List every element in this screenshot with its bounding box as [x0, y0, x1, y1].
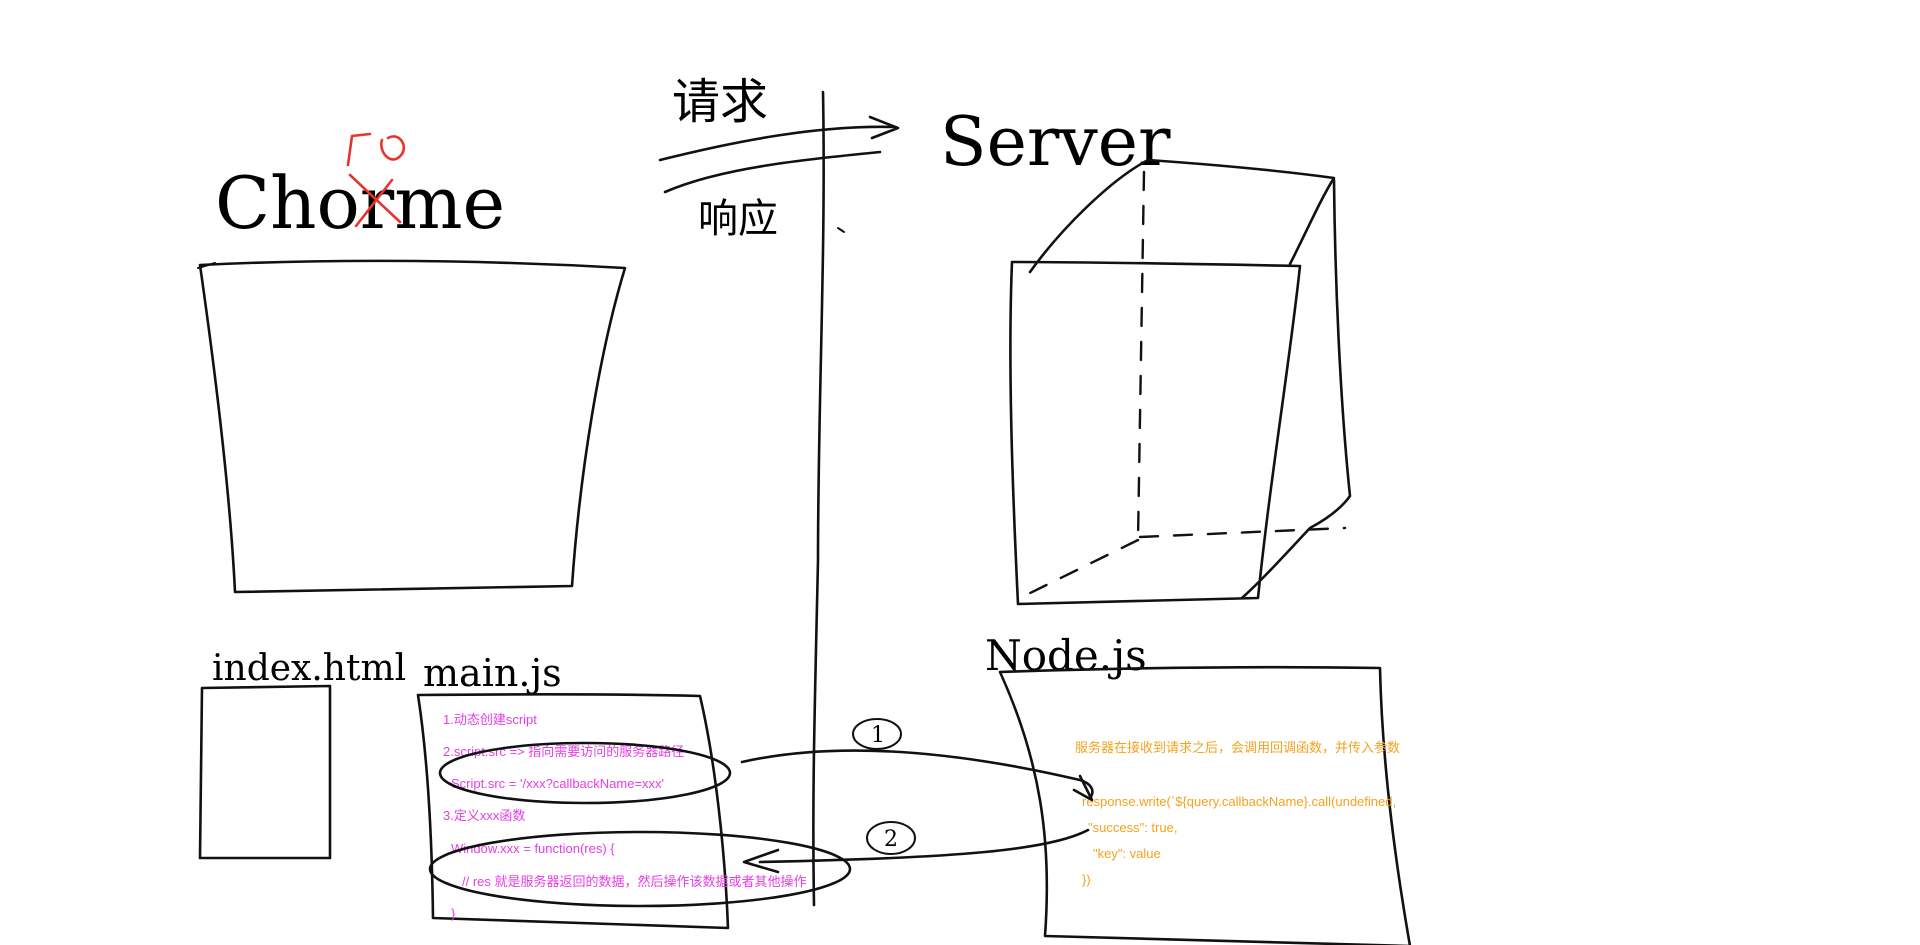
step-arrows-group: 1 2	[740, 718, 1094, 874]
client-code-line-1: 1.动态创建script	[443, 712, 537, 727]
main-file-group: main.js 1.动态创建script 2.script.src => 指向需…	[416, 651, 852, 930]
response-arrow-line	[663, 150, 882, 194]
request-label: 请求	[672, 74, 768, 130]
step-two-arrow	[758, 828, 1090, 864]
step-one-badge	[852, 718, 902, 750]
request-arrow-head	[868, 115, 900, 140]
server-box-front	[1009, 260, 1302, 606]
server-code-line-4: })	[1082, 872, 1091, 887]
spelling-cross-mark	[348, 173, 402, 228]
server-box-hidden-bottom	[1138, 526, 1347, 539]
node-file-group: Node.js 服务器在接收到请求之后，会调用回调函数，并传入参数 respon…	[985, 631, 1412, 945]
server-code-line-2: "success": true,	[1088, 820, 1177, 835]
server-code-line-3: "key": value	[1093, 846, 1161, 861]
index-file-box	[198, 684, 332, 860]
server-code-line-1: response.write(`${query.callbackName}.ca…	[1082, 794, 1396, 809]
browser-group: Chorme	[197, 132, 627, 594]
server-box-side	[1240, 178, 1352, 600]
client-code-line-3: Script.src = '/xxx?callbackName=xxx'	[451, 776, 664, 791]
step-two-number: 2	[884, 827, 898, 852]
step-one-arrow	[740, 749, 1094, 800]
browser-window-frame	[198, 259, 627, 594]
request-code-highlight	[438, 741, 732, 805]
server-box-group	[1009, 158, 1352, 606]
step-one-arrow-head	[1072, 774, 1094, 802]
client-code-line-7: }	[451, 906, 456, 921]
step-two-arrow-head	[742, 848, 780, 874]
request-arrow-line	[658, 125, 897, 162]
client-code-line-6: // res 就是服务器返回的数据，然后操作该数据或者其他操作	[462, 874, 807, 889]
browser-frame-corner-tick	[197, 262, 216, 269]
spelling-insert-o	[380, 135, 406, 161]
server-box-top	[1028, 158, 1336, 274]
server-box-hidden-vertical	[1136, 170, 1146, 542]
step-two-badge	[866, 821, 916, 855]
client-server-divider	[812, 90, 825, 907]
step-one-number: 1	[871, 723, 885, 748]
spelling-insert-r	[346, 132, 372, 167]
server-label: Server	[940, 103, 1171, 182]
node-file-box	[998, 665, 1412, 945]
browser-label: Chorme	[215, 161, 505, 245]
callback-code-highlight	[428, 830, 852, 908]
main-file-label: main.js	[423, 651, 562, 695]
request-response-group: 请求 响应 Server	[658, 74, 1171, 242]
index-file-group: index.html	[198, 648, 406, 860]
server-box-hidden-diagonal	[1018, 538, 1140, 600]
main-file-box	[416, 693, 730, 930]
index-file-label: index.html	[212, 648, 406, 689]
response-mark	[837, 227, 845, 233]
client-code-line-4: 3.定义xxx函数	[443, 808, 525, 823]
response-label: 响应	[698, 196, 778, 242]
client-code-line-5: Window.xxx = function(res) {	[451, 841, 615, 856]
server-code-note: 服务器在接收到请求之后，会调用回调函数，并传入参数	[1075, 740, 1400, 755]
